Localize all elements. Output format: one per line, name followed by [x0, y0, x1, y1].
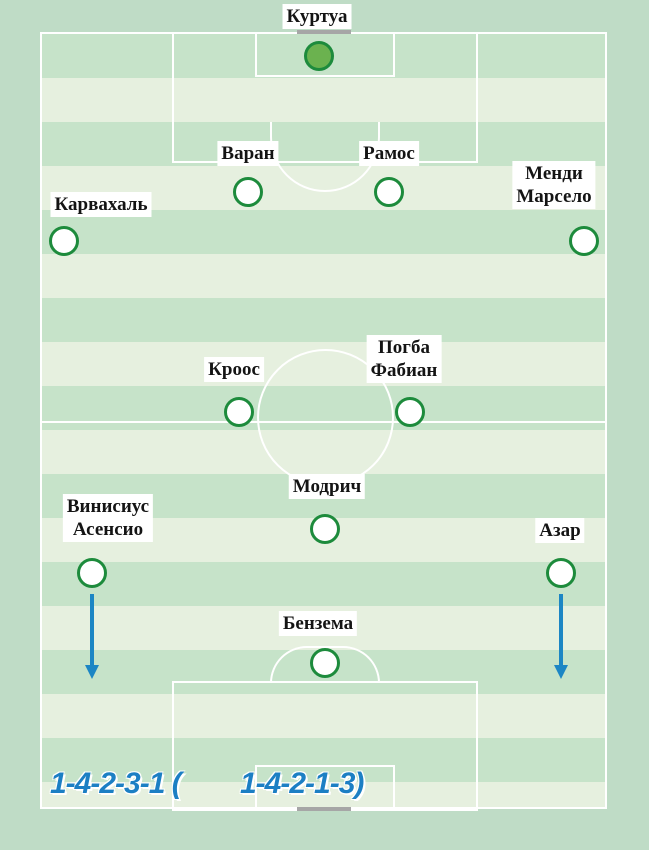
- bottom-goal: [297, 807, 351, 811]
- label-am: Модрич: [288, 474, 366, 499]
- arrow-down-right: [554, 594, 568, 679]
- label-lw: Азар: [535, 518, 585, 543]
- player-rb: [49, 226, 79, 256]
- label-st: Бензема: [278, 611, 358, 636]
- label-rb: Карвахаль: [50, 192, 152, 217]
- player-cb-right: [374, 177, 404, 207]
- label-goalkeeper: Куртуа: [282, 4, 352, 29]
- label-cm-left: Кроос: [204, 357, 264, 382]
- player-lw: [546, 558, 576, 588]
- player-cm-left: [224, 397, 254, 427]
- football-pitch: [40, 32, 607, 811]
- player-am: [310, 514, 340, 544]
- player-cm-right: [395, 397, 425, 427]
- label-cb-left: Варан: [217, 141, 279, 166]
- player-lb: [569, 226, 599, 256]
- player-st: [310, 648, 340, 678]
- player-cb-left: [233, 177, 263, 207]
- label-cb-right: Рамос: [359, 141, 419, 166]
- formation-primary: 1-4-2-3-1 (: [50, 767, 182, 800]
- arrow-down-left: [85, 594, 99, 679]
- formation-alternate: 1-4-2-1-3): [240, 767, 364, 800]
- player-rw: [77, 558, 107, 588]
- player-goalkeeper: [304, 41, 334, 71]
- top-goal: [297, 30, 351, 34]
